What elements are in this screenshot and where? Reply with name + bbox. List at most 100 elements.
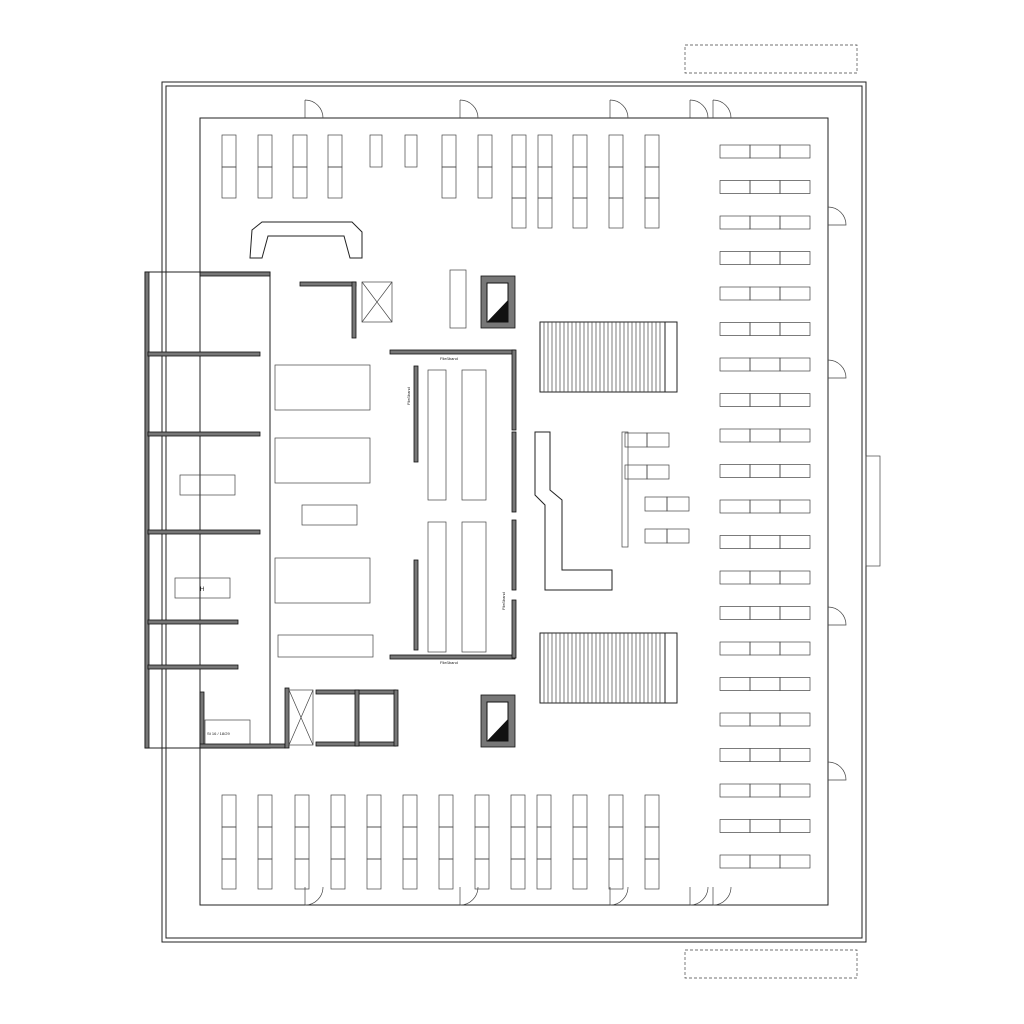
parking-stall xyxy=(719,712,751,727)
parking-stall xyxy=(779,819,811,833)
door-swing xyxy=(304,99,324,119)
door-swing xyxy=(689,886,709,906)
parking-stall xyxy=(779,854,811,869)
parking-stall xyxy=(572,826,588,860)
parking-stall xyxy=(608,794,624,828)
parking-stall xyxy=(749,180,781,194)
parking-stall xyxy=(474,826,490,860)
parking-stall xyxy=(719,322,751,336)
parking-stall xyxy=(749,712,781,727)
prep-island xyxy=(301,504,358,526)
elevator-shaft xyxy=(288,689,314,746)
parking-stall xyxy=(608,134,624,168)
conveyor-label: Fließband xyxy=(501,592,506,610)
parking-stall xyxy=(779,393,811,407)
parking-stall xyxy=(719,819,751,833)
parking-stall xyxy=(779,464,811,478)
door-swing xyxy=(827,206,847,226)
parking-stall xyxy=(779,748,811,762)
parking-stall xyxy=(779,180,811,194)
parking-stall xyxy=(719,464,751,478)
parking-stall xyxy=(749,854,781,869)
parking-stall xyxy=(749,783,781,798)
parking-stall xyxy=(294,826,310,860)
parking-stall xyxy=(572,166,588,199)
parking-stall xyxy=(510,794,526,828)
parking-stall xyxy=(779,783,811,798)
parking-stall xyxy=(749,499,781,514)
parking-stall xyxy=(644,858,660,890)
parking-stall xyxy=(779,535,811,549)
parking-stall xyxy=(749,322,781,336)
parking-stall xyxy=(719,393,751,407)
parking-stall xyxy=(510,826,526,860)
parking-stall xyxy=(644,794,660,828)
parking-stall xyxy=(292,166,308,199)
ramp xyxy=(539,321,666,393)
parking-stall xyxy=(292,134,308,168)
parking-stall xyxy=(779,712,811,727)
parking-stall xyxy=(438,858,454,890)
parking-stall xyxy=(572,858,588,890)
entrance-ramp-bottom xyxy=(684,949,858,979)
parking-stall xyxy=(221,794,237,828)
parking-stall xyxy=(474,858,490,890)
door-swing xyxy=(712,886,732,906)
service-counter xyxy=(534,431,613,591)
annex-outline xyxy=(144,271,271,749)
parking-stall xyxy=(644,528,668,544)
parking-stall xyxy=(257,134,273,168)
parking-stall xyxy=(749,641,781,656)
conveyor-belt xyxy=(461,369,487,501)
door-swing xyxy=(609,99,629,119)
kitchen-counter xyxy=(274,364,371,411)
parking-stall xyxy=(511,166,527,199)
parking-stall xyxy=(719,215,751,230)
parking-stall xyxy=(779,606,811,620)
parking-stall xyxy=(330,858,346,890)
parking-stall xyxy=(719,180,751,194)
parking-stall xyxy=(646,432,670,448)
side-canopy xyxy=(865,455,881,567)
parking-stall xyxy=(779,251,811,265)
parking-stall xyxy=(537,197,553,229)
parking-stall xyxy=(779,215,811,230)
parking-stalls xyxy=(221,134,811,890)
parking-stall xyxy=(257,826,273,860)
parking-stall xyxy=(719,428,751,443)
door-swing xyxy=(304,886,324,906)
stair-note: St 16 / 18/29 xyxy=(207,731,230,736)
parking-stall xyxy=(666,496,690,512)
parking-stall xyxy=(330,794,346,828)
parking-stall xyxy=(537,166,553,199)
ramps xyxy=(539,321,678,704)
parking-stall xyxy=(608,197,624,229)
parking-stall xyxy=(719,535,751,549)
parking-stall xyxy=(572,794,588,828)
parking-stall xyxy=(779,286,811,301)
conveyor-belt xyxy=(461,521,487,653)
parking-stall xyxy=(749,393,781,407)
parking-stall xyxy=(779,144,811,159)
parking-stall xyxy=(294,858,310,890)
parking-stall xyxy=(402,858,418,890)
entrance-ramp-top xyxy=(684,44,858,74)
parking-stall xyxy=(327,134,343,168)
parking-stall xyxy=(366,826,382,860)
parking-stall xyxy=(294,794,310,828)
door-swing xyxy=(712,99,732,119)
door-swing xyxy=(459,886,479,906)
parking-stall xyxy=(257,794,273,828)
parking-stall xyxy=(608,826,624,860)
parking-stall xyxy=(441,134,457,168)
parking-stall xyxy=(719,357,751,372)
parking-stall xyxy=(572,197,588,229)
elevator-shaft xyxy=(361,281,393,323)
parking-stall xyxy=(719,854,751,869)
parking-stall xyxy=(749,251,781,265)
parking-stall xyxy=(646,464,670,480)
parking-stall xyxy=(749,144,781,159)
parking-stall xyxy=(438,826,454,860)
parking-stall xyxy=(749,428,781,443)
